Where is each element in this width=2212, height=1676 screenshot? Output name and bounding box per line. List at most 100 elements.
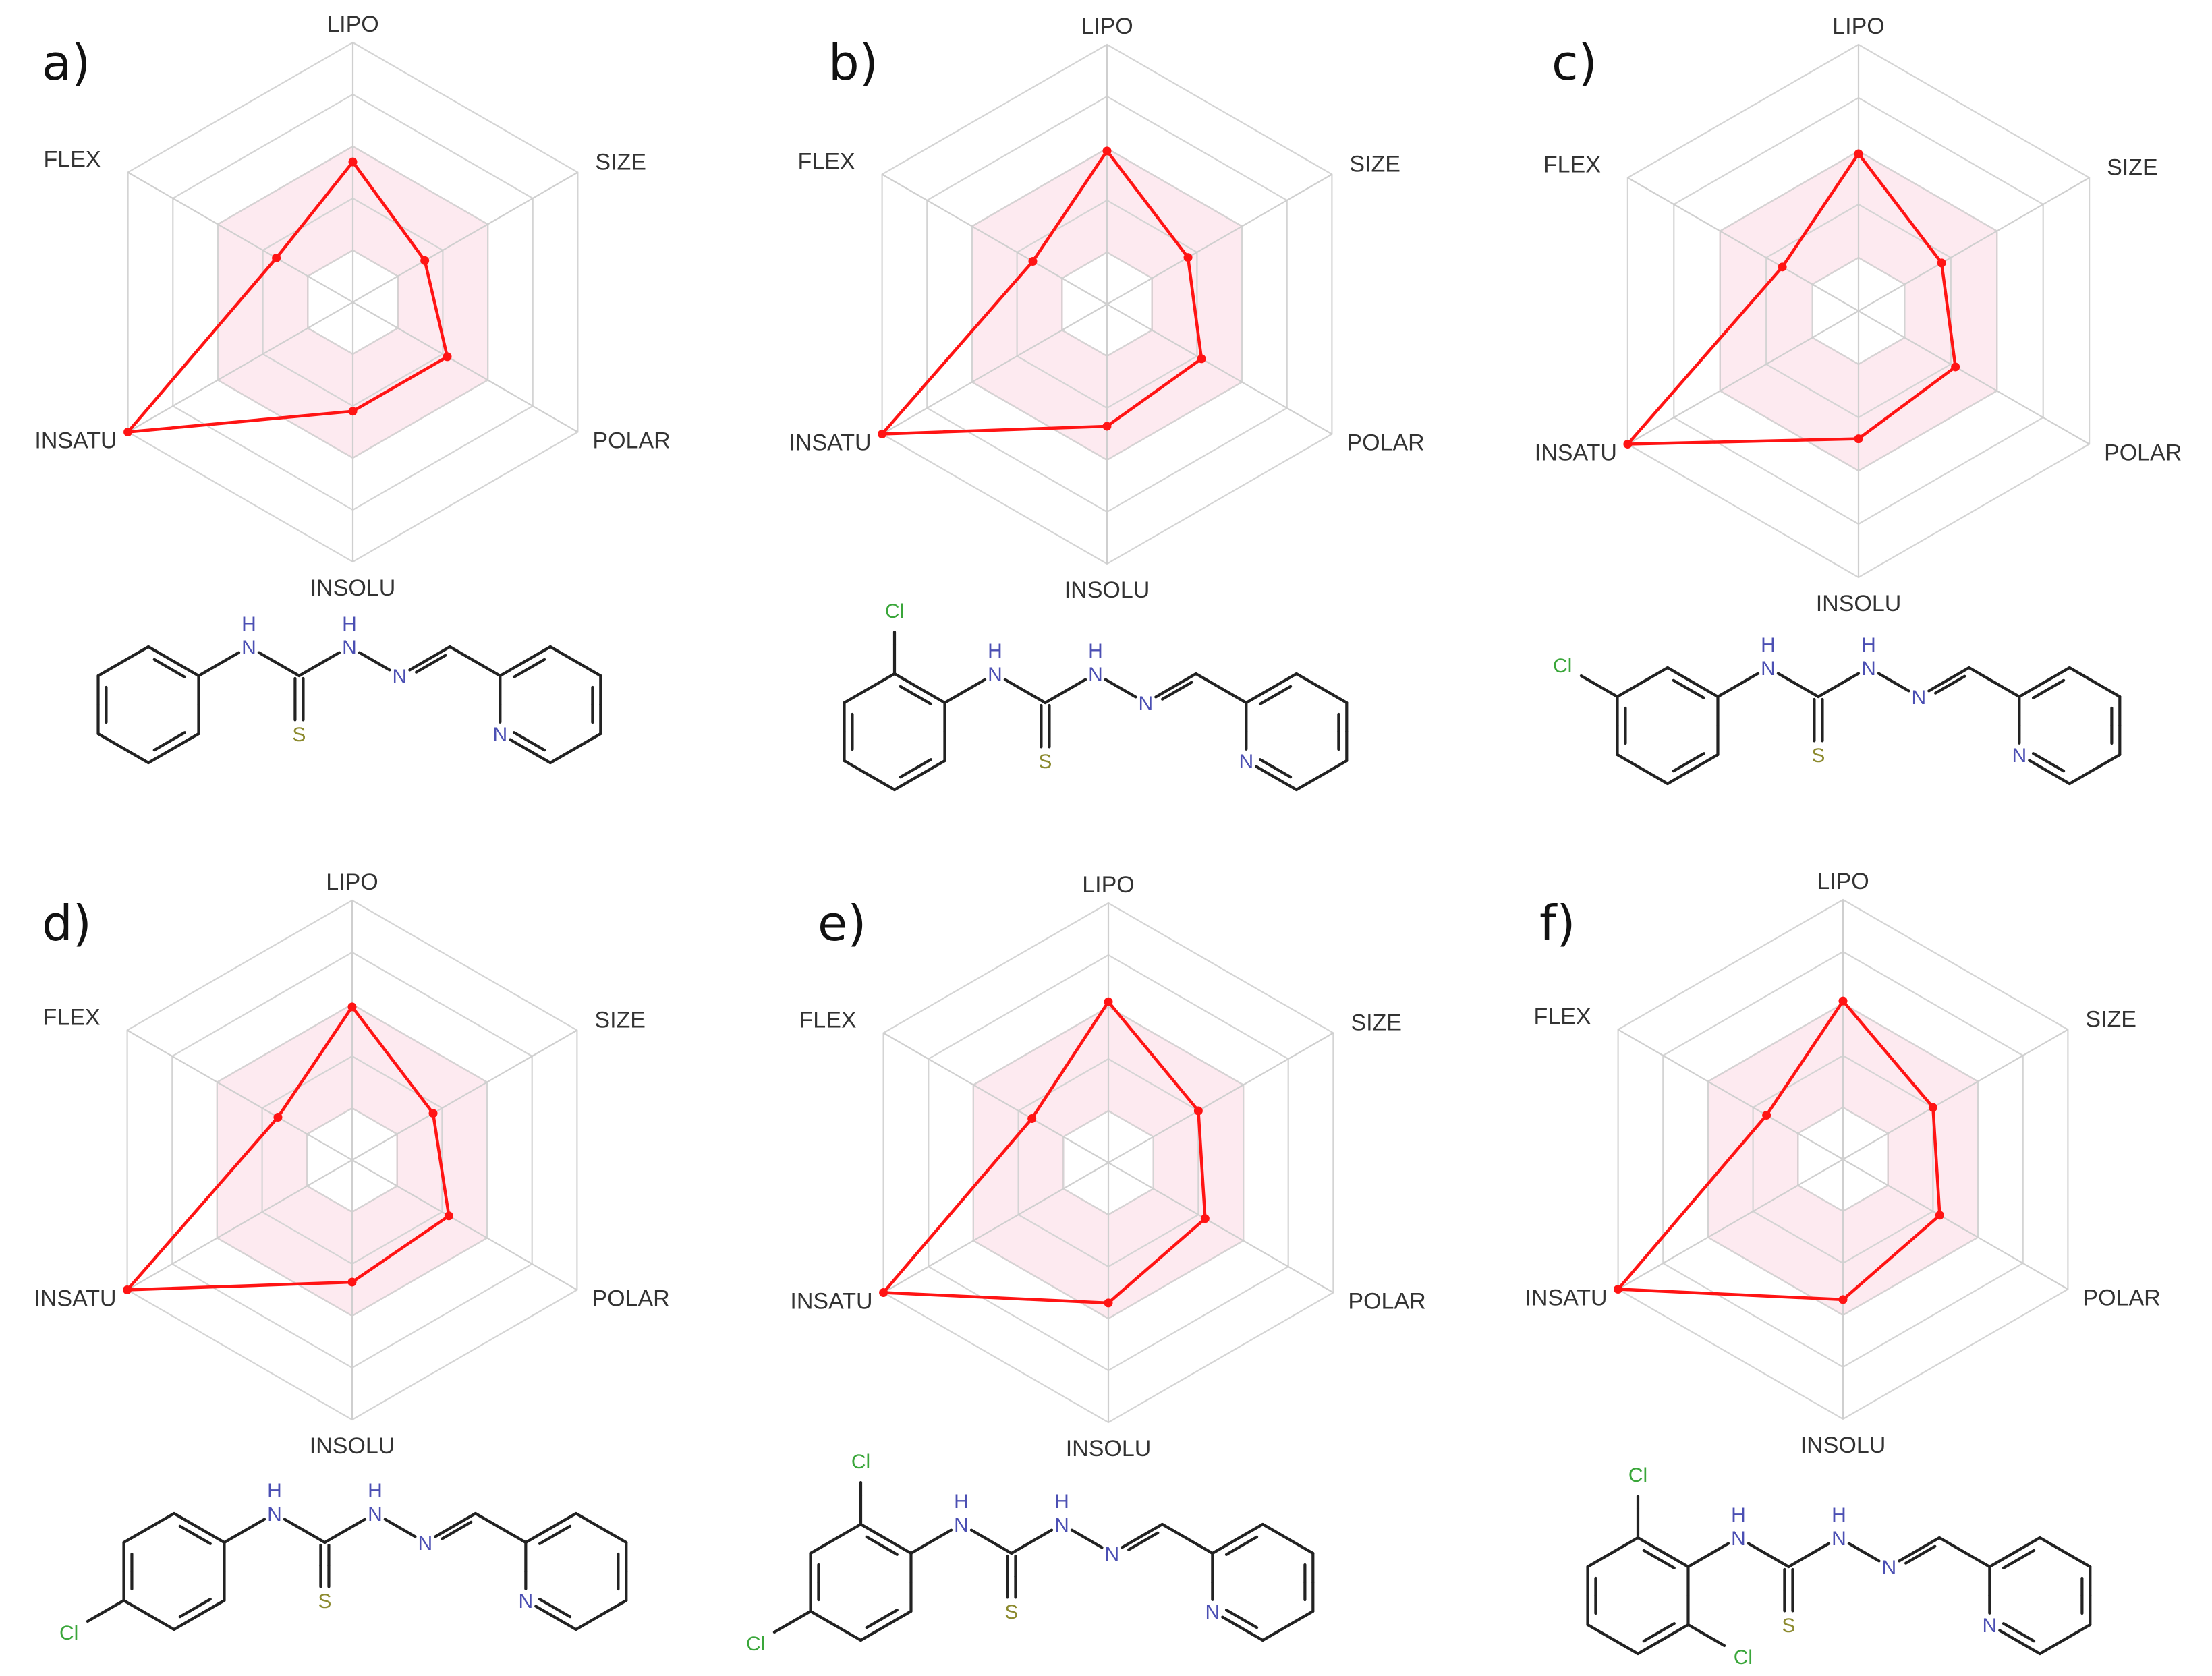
bond bbox=[1194, 672, 1223, 690]
bond bbox=[1121, 1537, 1139, 1549]
bond bbox=[257, 651, 276, 663]
data-point bbox=[879, 1288, 888, 1297]
double-bond-line bbox=[1642, 1549, 1661, 1561]
axis-spoke bbox=[127, 171, 353, 303]
data-point bbox=[1183, 253, 1193, 262]
axis-spoke bbox=[882, 173, 1108, 305]
double-bond-line bbox=[1687, 752, 1705, 764]
axis-label-insatu: INSATU bbox=[1535, 440, 1617, 466]
bond bbox=[323, 1526, 351, 1544]
bond bbox=[548, 747, 577, 765]
bond bbox=[574, 1613, 603, 1631]
bond bbox=[2038, 1638, 2067, 1656]
axis-spoke bbox=[1108, 1032, 1334, 1163]
data-point bbox=[1838, 996, 1848, 1006]
axis-label-lipo: LIPO bbox=[326, 869, 378, 895]
data-point bbox=[1935, 1211, 1944, 1220]
axis-spoke bbox=[1106, 304, 1332, 435]
bond bbox=[1817, 681, 1845, 699]
bond bbox=[1611, 1638, 1640, 1656]
bond bbox=[809, 1609, 837, 1627]
atom-label-hydrogen: H bbox=[368, 1480, 382, 1502]
atom-label-nitrogen: N bbox=[368, 1503, 382, 1526]
axis-spoke bbox=[1618, 1029, 1844, 1160]
double-bond-line bbox=[2031, 687, 2050, 699]
bond bbox=[1641, 768, 1670, 786]
bond bbox=[474, 1511, 503, 1530]
data-point bbox=[420, 256, 430, 265]
bond bbox=[97, 1598, 125, 1617]
bond bbox=[1586, 1551, 1614, 1569]
bond bbox=[834, 1522, 863, 1540]
axis-spoke bbox=[882, 304, 1108, 435]
double-bond-line bbox=[178, 1524, 197, 1536]
bond bbox=[918, 687, 946, 705]
bond bbox=[1320, 687, 1349, 705]
axis-label-insatu: INSATU bbox=[34, 1286, 116, 1312]
double-bond-line bbox=[899, 767, 917, 779]
bond bbox=[423, 645, 451, 663]
double-bond-line bbox=[512, 666, 531, 678]
bond bbox=[1762, 1551, 1790, 1569]
bond bbox=[2013, 1638, 2041, 1656]
double-bond-line bbox=[1934, 684, 1950, 695]
bond bbox=[2063, 1551, 2092, 1569]
axis-label-size: SIZE bbox=[594, 1008, 646, 1033]
axis-label-insolu: INSOLU bbox=[310, 575, 396, 601]
bond bbox=[1662, 1623, 1690, 1641]
bond bbox=[223, 1526, 251, 1544]
double-bond-line bbox=[553, 1524, 572, 1536]
bond bbox=[548, 645, 577, 663]
double-bond-line bbox=[194, 1598, 212, 1610]
bond bbox=[1591, 681, 1619, 699]
double-bond-line bbox=[553, 1607, 572, 1619]
bond bbox=[1010, 1537, 1038, 1555]
data-point bbox=[1614, 1285, 1623, 1294]
bond bbox=[934, 1528, 953, 1540]
bond bbox=[448, 645, 477, 663]
atom-label-hydrogen: H bbox=[342, 613, 357, 635]
axis-label-polar: POLAR bbox=[592, 428, 670, 454]
bond bbox=[599, 1598, 628, 1617]
bond bbox=[2068, 666, 2097, 684]
double-bond-line bbox=[528, 740, 546, 752]
double-bond-line bbox=[178, 1607, 197, 1619]
atom-label-nitrogen: N bbox=[988, 664, 1002, 686]
bond bbox=[884, 1609, 913, 1627]
data-point bbox=[878, 430, 887, 438]
axis-spoke bbox=[127, 1029, 353, 1161]
double-bond-line bbox=[1161, 690, 1177, 701]
bond bbox=[146, 645, 175, 663]
bond bbox=[172, 732, 200, 750]
axis-label-polar: POLAR bbox=[1348, 1289, 1425, 1314]
atom-label-nitrogen: N bbox=[1983, 1615, 1997, 1637]
bond bbox=[523, 747, 552, 765]
axis-label-insolu: INSOLU bbox=[310, 1433, 395, 1459]
bond bbox=[172, 1613, 201, 1631]
data-point bbox=[1028, 256, 1038, 266]
data-point bbox=[1854, 149, 1863, 158]
axis-spoke bbox=[1108, 1162, 1334, 1294]
bond bbox=[1236, 1624, 1264, 1642]
axis-label-flex: FLEX bbox=[43, 1005, 101, 1031]
bond bbox=[383, 1518, 402, 1530]
bond bbox=[1741, 672, 1760, 684]
data-point bbox=[1854, 434, 1863, 444]
bond bbox=[1286, 1609, 1315, 1627]
bond bbox=[1892, 681, 1910, 693]
axis-spoke bbox=[127, 1159, 353, 1291]
bond bbox=[1847, 1542, 1866, 1554]
axis-label-insolu: INSOLU bbox=[1065, 577, 1150, 603]
bond bbox=[1998, 1629, 2016, 1641]
double-bond-line bbox=[1140, 1531, 1160, 1544]
bond bbox=[1776, 672, 1795, 684]
